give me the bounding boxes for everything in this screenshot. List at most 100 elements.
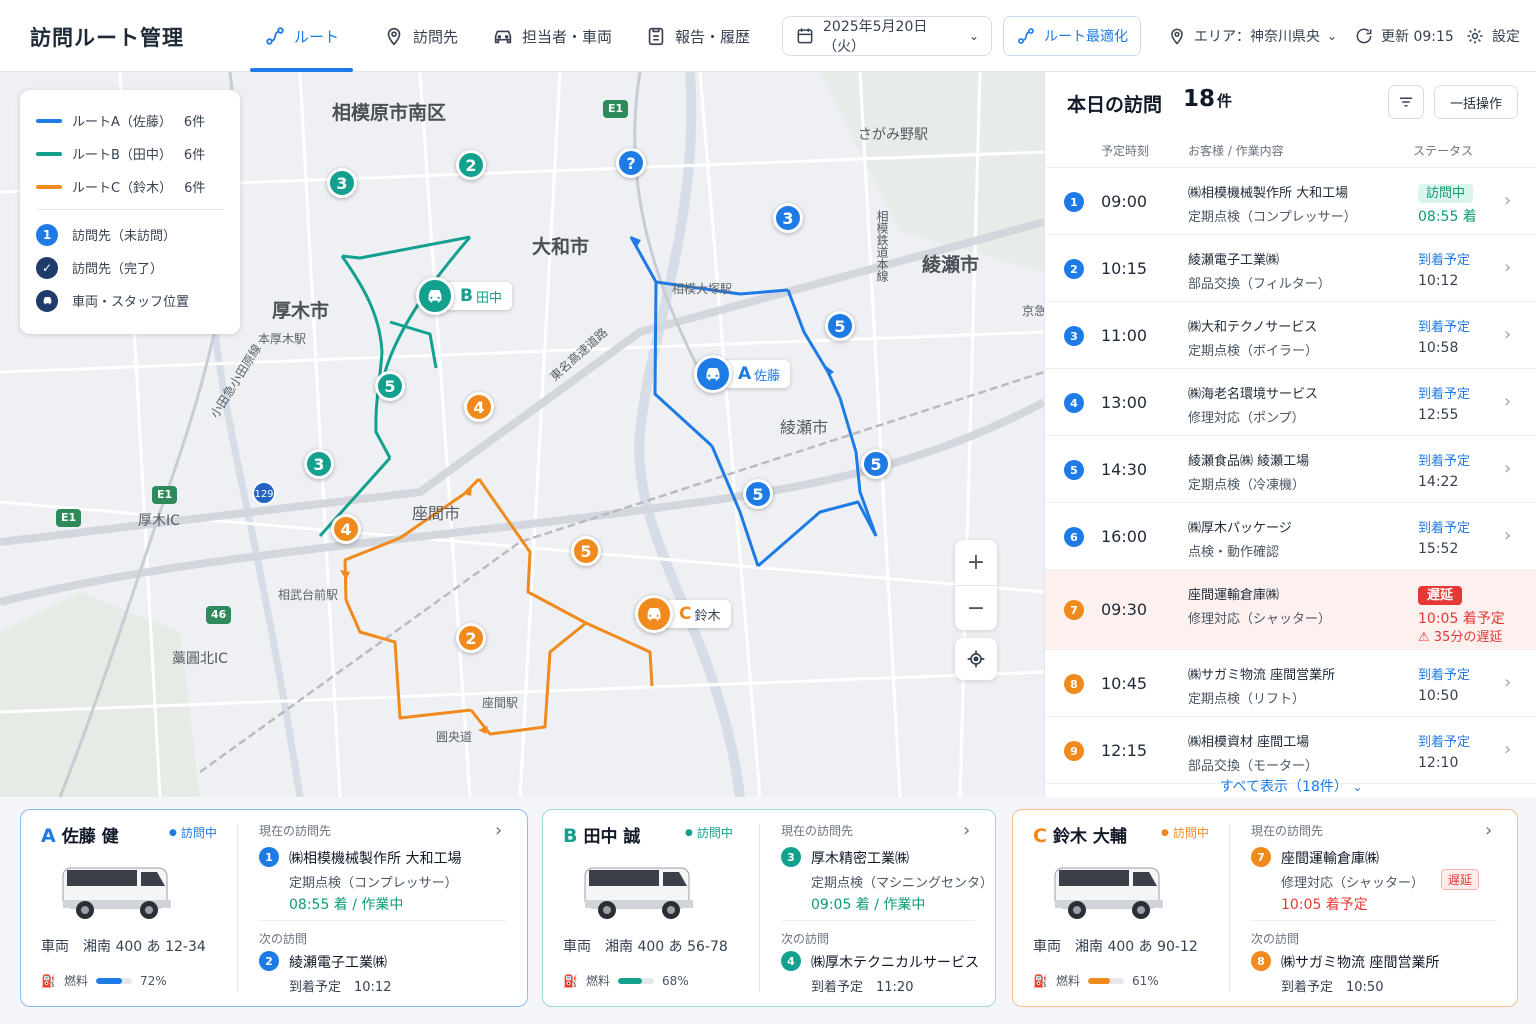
current-visit-name: 座間運輸倉庫㈱ [1281, 851, 1379, 867]
fuel-gauge: ⛽燃料 61% [1033, 973, 1159, 989]
visits-title: 本日の訪問 [1067, 94, 1163, 116]
van-image [1049, 858, 1169, 926]
clipboard-icon [648, 27, 664, 46]
map-pin-c[interactable]: 2 [456, 623, 486, 653]
map-pin-a[interactable]: 5 [825, 311, 855, 341]
tab-destinations[interactable]: 訪問先 [383, 0, 458, 72]
map-pin-a[interactable]: 5 [743, 479, 773, 509]
bulk-action-button[interactable]: 一括操作 [1434, 85, 1518, 119]
refresh-button[interactable]: 更新 09:15 [1354, 16, 1454, 56]
settings-button[interactable]: 設定 [1465, 16, 1520, 56]
column-customer: お客様 / 作業内容 [1188, 144, 1284, 158]
fuel-icon: ⛽ [563, 973, 578, 988]
filter-icon [1400, 97, 1412, 107]
map-pin-c[interactable]: 4 [331, 514, 361, 544]
vehicle-plate: 車両湘南 400 あ 90-12 [1033, 939, 1198, 955]
map-pin-a[interactable]: 5 [861, 449, 891, 479]
visit-row[interactable]: 3 11:00 ㈱大和テクノサービス 定期点検（ボイラー） 到着予定 10:58… [1045, 302, 1536, 369]
locate-button[interactable] [955, 638, 997, 680]
chevron-right-icon[interactable]: › [1485, 820, 1493, 841]
map-pin-b[interactable]: 2 [456, 150, 486, 180]
map-label-ayase-city: 綾瀬市 [780, 418, 829, 437]
chevron-down-icon: ⌄ [1352, 780, 1363, 794]
map-label-zama-station: 座間駅 [482, 696, 519, 710]
area-selector[interactable]: エリア：神奈川県央 ⌄ [1167, 16, 1337, 56]
tab-staff-vehicles[interactable]: 担当者・車両 [492, 0, 612, 72]
visit-row[interactable]: 9 12:15 ㈱相模資材 座間工場 部品交換（モーター） 到着予定 12:10… [1045, 717, 1536, 784]
next-visit-label: 次の訪問 [781, 932, 830, 946]
visit-time: 14:30 [1101, 460, 1148, 479]
refresh-icon [1356, 28, 1372, 44]
current-visit-label: 現在の訪問先 [259, 824, 332, 838]
delay-note: ⚠ 35分の遅延 [1418, 630, 1503, 645]
visit-time: 16:00 [1101, 527, 1148, 546]
current-visit-label: 現在の訪問先 [1251, 824, 1324, 838]
visit-customer: 綾瀬食品㈱ 綾瀬工場 [1188, 454, 1310, 469]
map-label-sagami-otsuka-station: 相模大塚駅 [672, 282, 733, 296]
filter-button[interactable] [1388, 85, 1424, 119]
visit-row[interactable]: 6 16:00 ㈱厚木パッケージ 点検・動作確認 到着予定 15:52 › [1045, 503, 1536, 570]
visit-number: 3 [781, 847, 801, 867]
date-picker[interactable]: 2025年5月20日（火） ⌄ [782, 16, 992, 56]
visit-row[interactable]: 7 09:30 座間運輸倉庫㈱ 修理対応（シャッター） 遅延 10:05 着予定… [1045, 570, 1536, 650]
chevron-right-icon: › [1504, 458, 1512, 479]
visit-row[interactable]: 5 14:30 綾瀬食品㈱ 綾瀬工場 定期点検（冷凍機） 到着予定 14:22 … [1045, 436, 1536, 503]
status-badge: 遅延 [1418, 584, 1463, 605]
chevron-right-icon: › [1504, 525, 1512, 546]
show-all-link[interactable]: すべて表示（18件） ⌄ [1219, 779, 1363, 795]
visit-row[interactable]: 8 10:45 ㈱サガミ物流 座間営業所 定期点検（リフト） 到着予定 10:5… [1045, 650, 1536, 717]
chevron-right-icon: › [1504, 257, 1512, 278]
route-icon [1018, 28, 1034, 44]
visit-number: 8 [1251, 951, 1271, 971]
visit-customer: ㈱厚木パッケージ [1188, 521, 1292, 536]
current-visit-time: 09:05 着 / 作業中 [811, 897, 926, 913]
map-pin-c[interactable]: 4 [464, 392, 494, 422]
optimize-route-button[interactable]: ルート最適化 [1003, 16, 1141, 56]
map-pin-b[interactable]: 5 [375, 371, 405, 401]
zoom-out-button[interactable]: − [955, 585, 997, 630]
chevron-right-icon[interactable]: › [495, 820, 503, 841]
map-label-sagamino-station: さがみ野駅 [858, 127, 928, 143]
map-pin-b[interactable]: 3 [327, 168, 357, 198]
road-tag-46: 46 [206, 606, 232, 624]
status-label: 到着予定 [1418, 320, 1471, 335]
next-visit-name: 綾瀬電子工業㈱ [289, 955, 387, 971]
current-visit-task: 定期点検（マシニングセンタ） [811, 876, 994, 891]
map-pin-a[interactable]: 3 [773, 203, 803, 233]
map-pin-c[interactable]: 5 [571, 536, 601, 566]
map-pin-b[interactable]: 3 [304, 449, 334, 479]
tab-route[interactable]: ルート [249, 0, 354, 72]
visit-row[interactable]: 4 13:00 ㈱海老名環境サービス 修理対応（ポンプ） 到着予定 12:55 … [1045, 369, 1536, 436]
zoom-in-button[interactable]: + [966, 550, 986, 575]
tab-reports[interactable]: 報告・履歴 [645, 0, 750, 72]
visits-table-header: 予定時刻 お客様 / 作業内容 ステータス [1045, 132, 1536, 168]
route-icon [266, 27, 284, 45]
chevron-right-icon: › [1504, 391, 1512, 412]
fuel-icon: ⛽ [1033, 973, 1048, 988]
visit-task: 定期点検（ボイラー） [1188, 344, 1319, 359]
van-image [579, 858, 699, 926]
status-time: 10:58 [1418, 340, 1459, 356]
map-label-ebina-ic: 藁圓北IC [172, 651, 228, 667]
app-title: 訪問ルート管理 [30, 26, 184, 50]
status-badge: 訪問中 [169, 824, 217, 841]
chevron-right-icon[interactable]: › [963, 820, 971, 841]
visit-row[interactable]: 2 10:15 綾瀬電子工業㈱ 部品交換（フィルター） 到着予定 10:12 › [1045, 235, 1536, 302]
map-label-ken-o-do: 圓央道 [436, 730, 473, 744]
route-map[interactable]: 相模原市南区 大和市 綾瀬市 厚木市 座間市 綾瀬市 さがみ野駅 相模大塚駅 本… [0, 72, 1044, 797]
map-label-edge: 京急 [1022, 304, 1044, 318]
visit-row[interactable]: 1 09:00 ㈱相模機械製作所 大和工場 定期点検（コンプレッサー） 訪問中 … [1045, 168, 1536, 235]
map-pin-a-unknown[interactable]: ? [616, 148, 646, 178]
visit-time: 09:00 [1101, 192, 1148, 211]
